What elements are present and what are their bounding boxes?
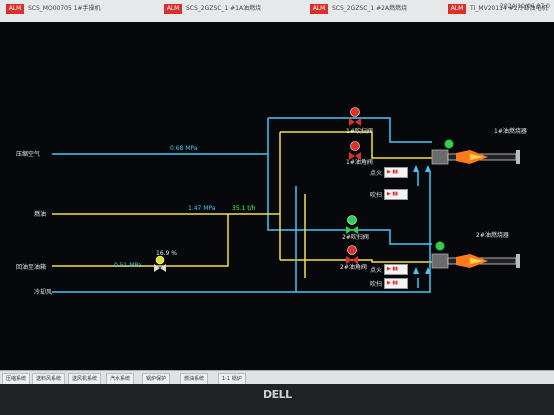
purge-2-button[interactable]: ▶ ▮▮ (384, 278, 408, 289)
valve-icon (350, 107, 360, 117)
air-pressure-value: 0.68 MPa (170, 145, 198, 152)
dell-logo: DELL (263, 388, 292, 401)
oil-pressure-value: 1.47 MPa (188, 205, 216, 212)
burner-1[interactable] (431, 139, 520, 165)
oil-flow-value: 35.1 t/h (232, 205, 256, 212)
valve-icon (347, 245, 357, 255)
alarm-text: TI_MV20114 #2冷却油电机 (470, 5, 548, 12)
alarm-text: SCS_2GZSC_1 #1A油燃烧 (186, 5, 262, 12)
monitor-bezel (0, 384, 554, 415)
return-oil-label: 回油至油箱 (16, 264, 47, 271)
burner-1-label: 1#油燃烧器 (494, 128, 527, 135)
burner-status-icon (444, 139, 454, 149)
cooling-air-pipe (52, 172, 431, 293)
ignite-2-label: 点火 (370, 267, 383, 274)
alarm-text: SCS_2GZSC_1 #2A燃燃烧 (332, 5, 408, 12)
ignite-1-label: 点火 (370, 170, 383, 177)
piping-diagram (52, 107, 520, 293)
burner-2-label: 2#油燃烧器 (476, 232, 509, 239)
return-valve-percent: 16.9 % (156, 250, 177, 257)
purge-valve-2-label: 2#吹扫阀 (342, 234, 369, 241)
compressed-air-label: 压缩空气 (16, 151, 41, 158)
purge-valve-1[interactable] (349, 107, 361, 127)
compressed-air-pipe (52, 117, 432, 245)
alarm-tag: ALM (448, 4, 466, 14)
fuel-oil-label: 燃油 (34, 211, 47, 218)
oil-valve-2[interactable] (346, 245, 358, 265)
ignite-2-button[interactable]: ▶ ▮▮ (384, 264, 408, 275)
flow-arrows (413, 165, 431, 274)
oil-valve-2-label: 2#油角阀 (340, 264, 367, 271)
process-screen: 压缩空气 燃油 回油至油箱 冷却风 0.68 MPa 1.47 MPa 35.1… (0, 22, 554, 370)
purge-1-label: 吹扫 (370, 192, 383, 199)
alarm-tag: ALM (164, 4, 182, 14)
return-pressure-value: 0.51 MPa (114, 262, 142, 269)
valve-icon (350, 141, 360, 151)
alarm-tag: ALM (6, 4, 24, 14)
burner-2[interactable] (431, 241, 520, 269)
valve-icon (155, 255, 165, 265)
fuel-oil-pipe (52, 131, 432, 278)
clock: 2024/10/06 07:0 (500, 3, 550, 10)
flame-core-icon (470, 258, 484, 264)
ignite-1-button[interactable]: ▶ ▮▮ (384, 167, 408, 178)
valve-icon (347, 215, 357, 225)
bottom-nav-bar: 压缩系统 送料风系统 送风机系统 汽水系统 锅炉保护 燃油系统 1-1 锅炉 (0, 370, 554, 385)
purge-valve-2[interactable] (346, 215, 358, 235)
purge-2-label: 吹扫 (370, 281, 383, 288)
oil-valve-1[interactable] (349, 141, 361, 161)
alarm-bar: ALM SCS_MO00705 1#手操机 ALM SCS_2GZSC_1 #1… (0, 0, 554, 23)
flame-core-icon (470, 154, 484, 160)
oil-valve-1-label: 1#油角阀 (346, 159, 373, 166)
purge-valve-1-label: 1#吹扫阀 (346, 128, 373, 135)
alarm-text: SCS_MO00705 1#手操机 (28, 5, 101, 12)
cooling-air-label: 冷却风 (34, 289, 53, 296)
return-oil-valve[interactable] (154, 255, 166, 272)
alarm-tag: ALM (310, 4, 328, 14)
purge-1-button[interactable]: ▶ ▮▮ (384, 189, 408, 200)
burner-status-icon (435, 241, 445, 251)
